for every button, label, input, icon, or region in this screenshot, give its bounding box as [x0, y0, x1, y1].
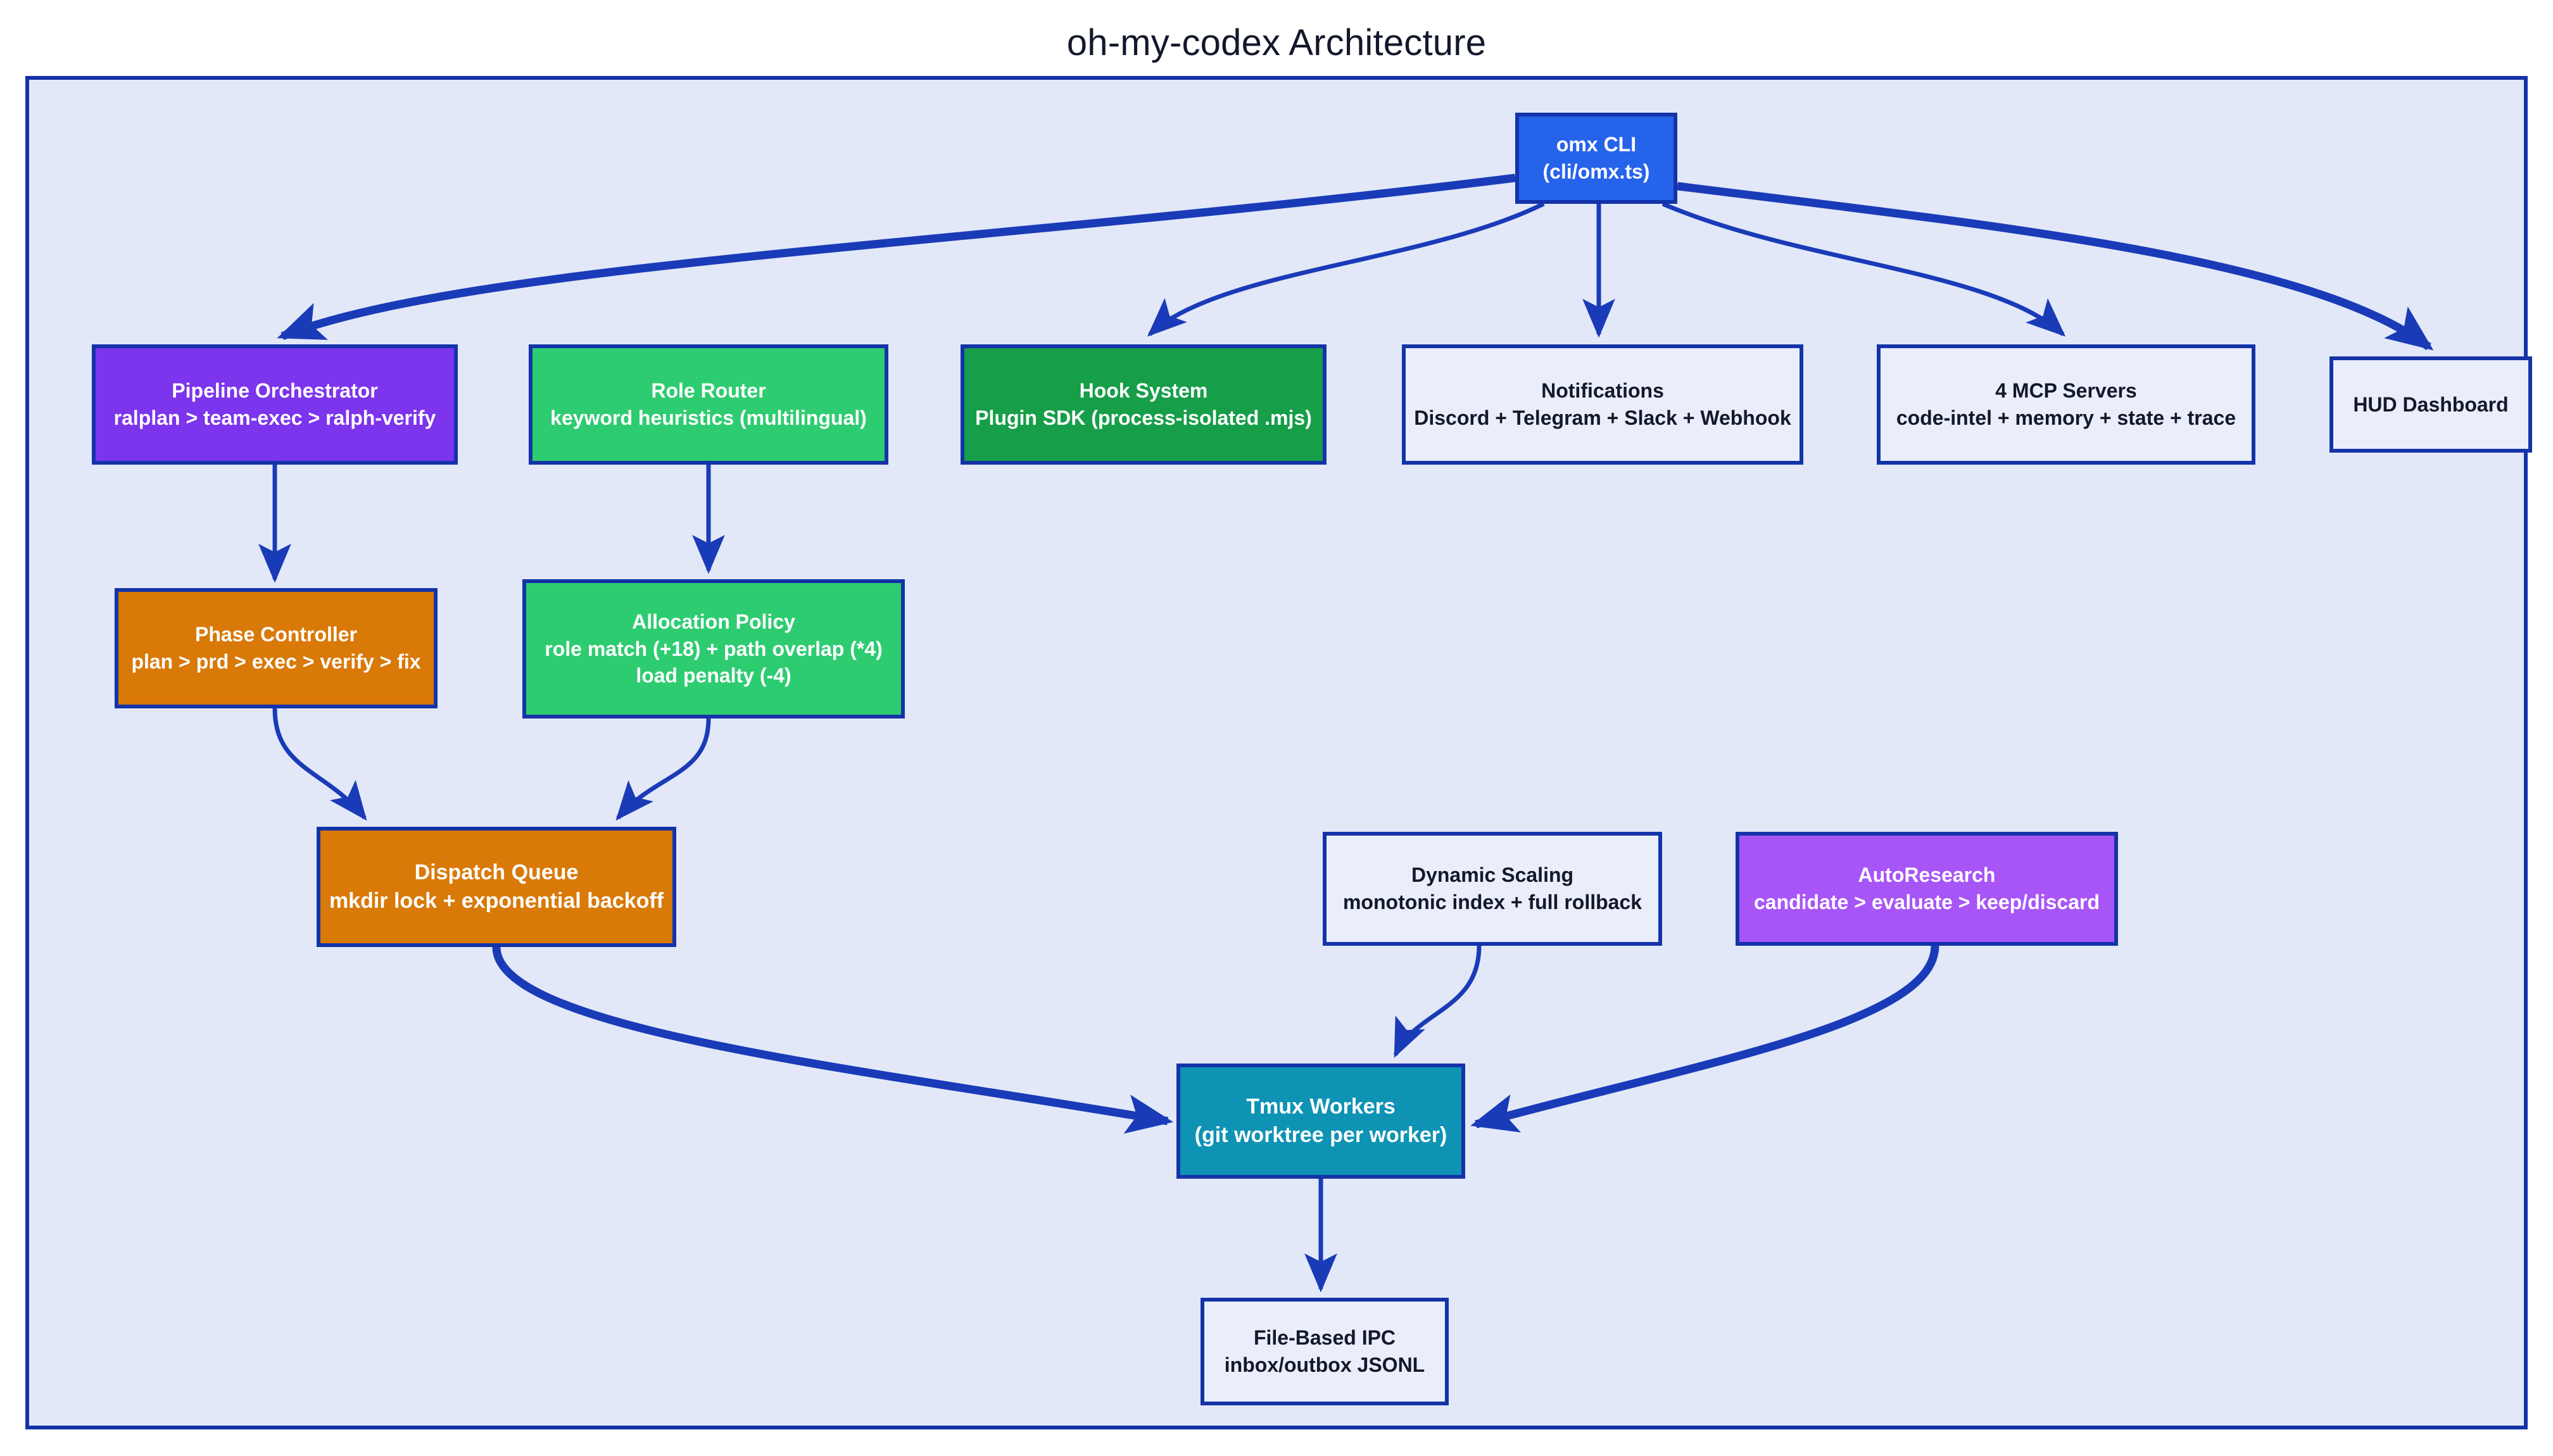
page-title: oh-my-codex Architecture: [1066, 22, 1487, 63]
node-tmux-workers[interactable]: Tmux Workers (git worktree per worker): [1176, 1064, 1465, 1179]
node-line: Tmux Workers: [1246, 1094, 1396, 1119]
node-line: Allocation Policy: [632, 610, 795, 634]
node-line: Plugin SDK (process-isolated .mjs): [975, 406, 1312, 429]
edge-allocation-policy-to-dispatch-queue: [615, 718, 711, 821]
node-role-router[interactable]: Role Router keyword heuristics (multilin…: [529, 344, 888, 465]
edge-cli-to-hook-system: [1147, 201, 1545, 337]
node-line: candidate > evaluate > keep/discard: [1753, 891, 2100, 913]
node-dispatch-queue[interactable]: Dispatch Queue mkdir lock + exponential …: [317, 827, 676, 947]
node-dynamic-scaling[interactable]: Dynamic Scaling monotonic index + full r…: [1323, 832, 1662, 946]
node-line: Dispatch Queue: [414, 860, 579, 884]
node-line: Notifications: [1541, 379, 1664, 403]
edge-phase-controller-to-dispatch-queue: [272, 708, 367, 821]
node-line: (git worktree per worker): [1194, 1123, 1447, 1147]
node-omx-cli[interactable]: omx CLI (cli/omx.ts): [1515, 113, 1677, 204]
node-line: (cli/omx.ts): [1542, 160, 1650, 183]
edge-autoresearch-to-tmux-workers: [1470, 945, 1939, 1133]
node-allocation-policy[interactable]: Allocation Policy role match (+18) + pat…: [522, 579, 905, 719]
node-file-based-ipc[interactable]: File-Based IPC inbox/outbox JSONL: [1201, 1298, 1449, 1405]
edge-dynamic-scaling-to-tmux-workers: [1393, 945, 1482, 1058]
node-notifications[interactable]: Notifications Discord + Telegram + Slack…: [1402, 344, 1803, 465]
node-line: Pipeline Orchestrator: [172, 379, 378, 403]
node-line: code-intel + memory + state + trace: [1896, 406, 2236, 429]
node-line: Phase Controller: [194, 623, 358, 646]
edge-cli-to-hud: [1677, 182, 2434, 351]
diagram-canvas: omx CLI (cli/omx.ts) Pipeline Orchestrat…: [25, 76, 2532, 1429]
node-line: Role Router: [651, 379, 766, 403]
node-line: AutoResearch: [1858, 863, 1996, 887]
node-line: mkdir lock + exponential backoff: [329, 889, 664, 913]
node-line: load penalty (-4): [636, 664, 791, 687]
node-line: role match (+18) + path overlap (*4): [545, 637, 883, 660]
node-line: monotonic index + full rollback: [1342, 891, 1642, 913]
edge-layer: [258, 173, 2434, 1293]
edge-cli-to-mcp-servers: [1661, 201, 2066, 337]
node-line: HUD Dashboard: [2353, 392, 2509, 416]
node-autoresearch[interactable]: AutoResearch candidate > evaluate > keep…: [1736, 832, 2118, 946]
edge-dispatch-queue-to-tmux-workers: [492, 946, 1173, 1134]
node-mcp-servers[interactable]: 4 MCP Servers code-intel + memory + stat…: [1877, 344, 2255, 465]
edge-cli-to-pipeline: [277, 173, 1516, 341]
node-line: Dynamic Scaling: [1411, 863, 1574, 887]
node-line: File-Based IPC: [1253, 1326, 1396, 1350]
node-line: 4 MCP Servers: [1995, 379, 2137, 403]
node-hud-dashboard[interactable]: HUD Dashboard: [2329, 356, 2532, 453]
node-line: omx CLI: [1556, 133, 1637, 156]
node-line: inbox/outbox JSONL: [1224, 1353, 1425, 1376]
node-line: ralplan > team-exec > ralph-verify: [113, 406, 436, 429]
node-line: Discord + Telegram + Slack + Webhook: [1414, 406, 1791, 429]
node-phase-controller[interactable]: Phase Controller plan > prd > exec > ver…: [115, 588, 438, 708]
node-line: plan > prd > exec > verify > fix: [131, 650, 421, 673]
node-line: Hook System: [1079, 379, 1208, 403]
node-pipeline-orchestrator[interactable]: Pipeline Orchestrator ralplan > team-exe…: [92, 344, 458, 465]
node-hook-system[interactable]: Hook System Plugin SDK (process-isolated…: [961, 344, 1327, 465]
node-line: keyword heuristics (multilingual): [550, 406, 867, 429]
